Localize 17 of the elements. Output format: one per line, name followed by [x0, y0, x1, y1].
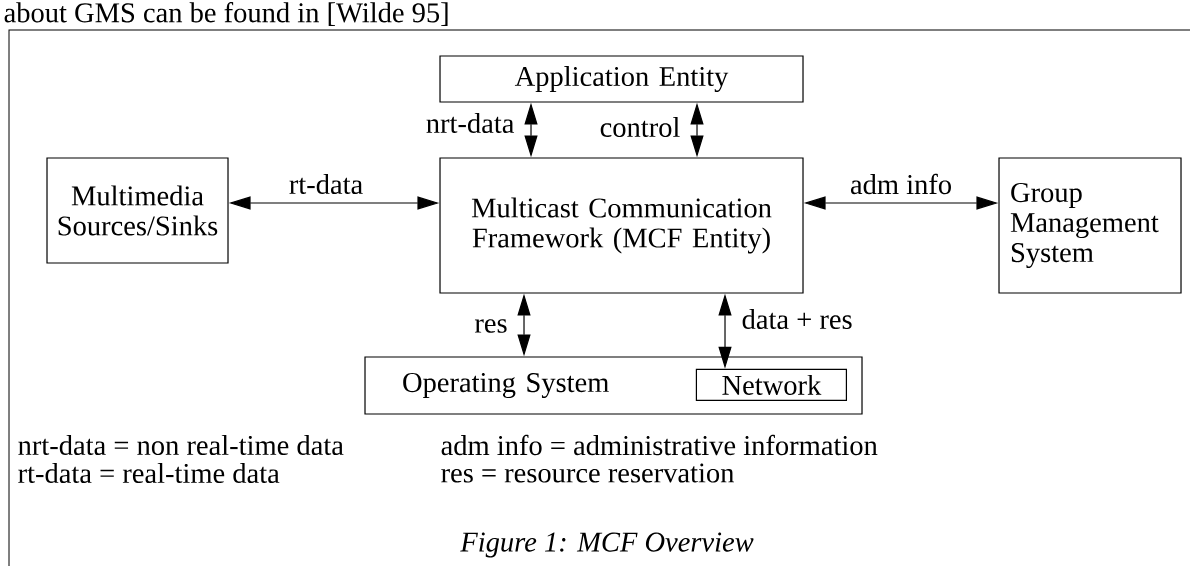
box: Group Management System [998, 157, 1182, 294]
abbreviation-note: res = resource reservation [441, 463, 734, 483]
edge-label: rt-data [287, 173, 365, 196]
figure-caption: Figure 1: MCF Overview [460, 532, 754, 558]
abbreviation-note: nrt-data = non real-time data [18, 435, 344, 456]
edge-label: res [473, 318, 509, 334]
edge-label: nrt-data [424, 112, 516, 135]
box: Multimedia Sources/Sinks [46, 157, 229, 264]
box: Application Entity [439, 55, 804, 103]
inner-box: Network [695, 368, 847, 401]
abbreviation-note: rt-data = real-time data [18, 463, 280, 484]
cut-off-text: about GMS can be found in [Wilde 95] [4, 2, 448, 26]
edge-label: control [598, 116, 682, 139]
abbreviation-note: adm info = administrative information [441, 434, 878, 456]
edge-label: data + res [740, 308, 854, 331]
box: Multicast Communication Framework (MCF Entity) [439, 157, 804, 294]
edge-label: adm info [848, 172, 954, 196]
